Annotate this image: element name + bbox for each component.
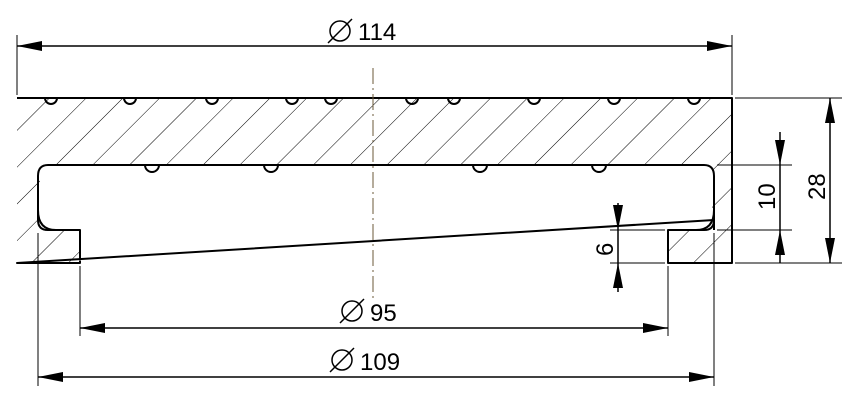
dimension-total-height: 28 [735,97,842,264]
diameter-symbol-icon [327,18,353,44]
top-grooves [44,97,701,105]
total-height-value: 28 [804,173,831,200]
lip-diameter-value: 95 [370,300,397,327]
diameter-symbol-icon [329,347,355,373]
cross-section [16,97,733,264]
dimension-recess-height: 10 [717,132,792,263]
inner-diameter-value: 109 [360,349,400,376]
lip-height-value: 6 [592,243,619,256]
diameter-symbol-icon [339,298,365,324]
outer-diameter-value: 114 [358,19,396,46]
dimension-inner-diameter: 109 [37,233,715,386]
inner-grooves [144,164,607,173]
dimension-lip-height: 6 [592,203,665,292]
recess-height-value: 10 [754,183,781,210]
dimension-outer-diameter: 114 [16,18,733,95]
dimension-lip-diameter: 95 [79,266,669,336]
section-outline [16,97,733,264]
